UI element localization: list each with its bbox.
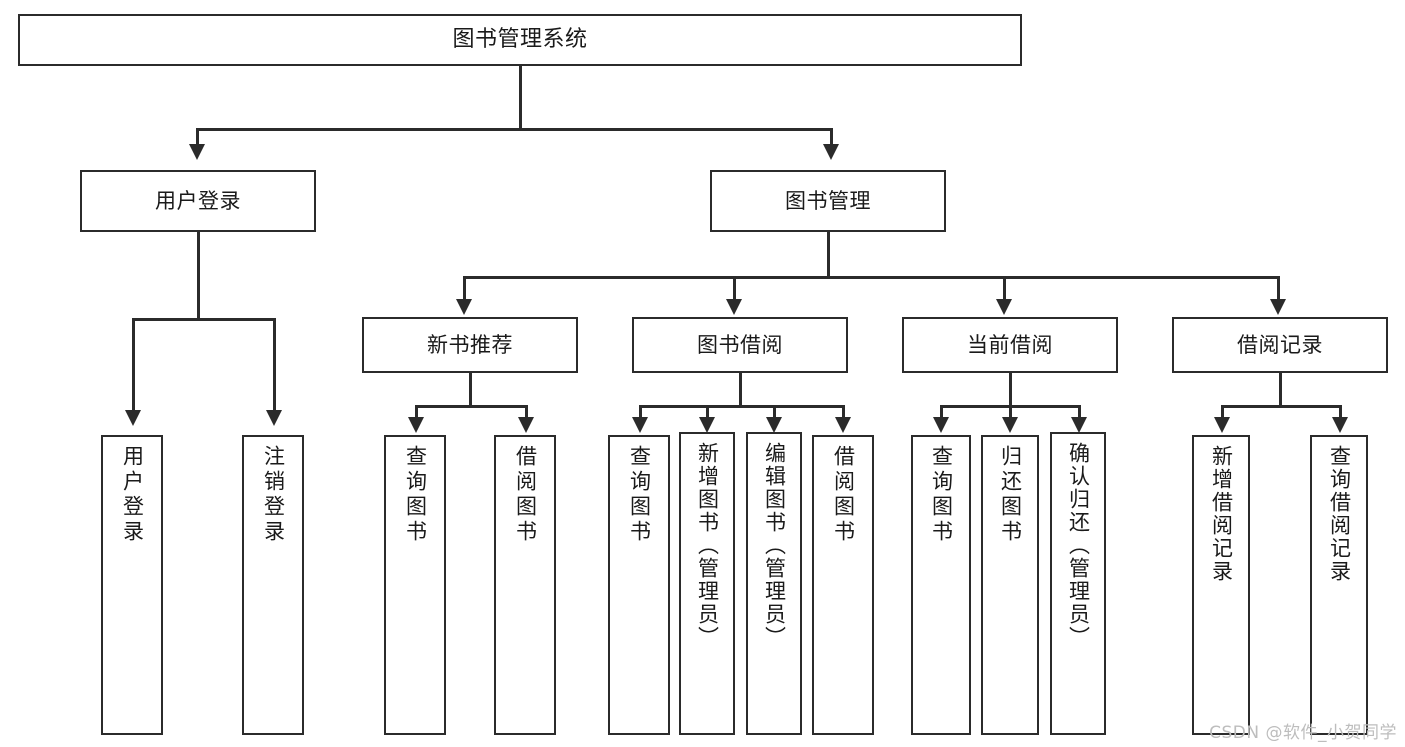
node-leaf-cb-confirm-return[interactable]: 确认归还（管理员） [1050, 432, 1106, 735]
connector-bookborrow-bus [639, 405, 845, 408]
connector-root-drop-right [830, 128, 833, 146]
connector-bookmgmt-bus [463, 276, 1280, 279]
node-label: 图书管理 [785, 188, 871, 213]
arrowhead-cb-confirm [1071, 417, 1087, 433]
node-leaf-nb-query-book[interactable]: 查询图书 [384, 435, 446, 735]
connector-bookmgmt-drop-3 [1003, 276, 1006, 301]
arrowhead-borrow-record [1270, 299, 1286, 315]
node-label: 新增借阅记录 [1209, 445, 1234, 583]
connector-root-bus [196, 128, 832, 131]
node-label: 查询图书 [627, 445, 652, 545]
node-label: 编辑图书（管理员） [762, 442, 787, 649]
node-label: 图书借阅 [697, 332, 783, 357]
connector-newbook-drop-1 [415, 405, 418, 419]
node-leaf-nb-borrow-book[interactable]: 借阅图书 [494, 435, 556, 735]
arrowhead-br-query [1332, 417, 1348, 433]
node-leaf-cb-return-book[interactable]: 归还图书 [981, 435, 1039, 735]
connector-newbook-stem [469, 373, 472, 407]
node-label: 注销登录 [261, 445, 286, 545]
connector-bookborrow-stem [739, 373, 742, 407]
node-label: 借阅图书 [513, 445, 538, 545]
csdn-watermark: CSDN @软件_小贺同学 [1209, 723, 1397, 743]
node-borrow-record[interactable]: 借阅记录 [1172, 317, 1388, 373]
arrowhead-bb-borrow [835, 417, 851, 433]
node-label: 借阅记录 [1237, 332, 1323, 357]
node-leaf-user-login[interactable]: 用户登录 [101, 435, 163, 735]
node-leaf-bb-borrow-book[interactable]: 借阅图书 [812, 435, 874, 735]
connector-bookborrow-drop-1 [639, 405, 642, 419]
node-leaf-bb-edit-book[interactable]: 编辑图书（管理员） [746, 432, 802, 735]
arrowhead-leaf-logout [266, 410, 282, 426]
node-leaf-bb-query-book[interactable]: 查询图书 [608, 435, 670, 735]
connector-bookborrow-drop-2 [706, 405, 709, 419]
arrowhead-new-book-rec [456, 299, 472, 315]
node-leaf-logout[interactable]: 注销登录 [242, 435, 304, 735]
connector-borrowrecord-stem [1279, 373, 1282, 407]
node-label: 用户登录 [120, 445, 145, 545]
node-label: 借阅图书 [831, 445, 856, 545]
arrowhead-user-login [189, 144, 205, 160]
node-label: 用户登录 [155, 188, 241, 213]
connector-userlogin-drop-2 [273, 318, 276, 412]
node-user-login[interactable]: 用户登录 [80, 170, 316, 232]
connector-bookmgmt-stem [827, 232, 830, 278]
connector-borrowrecord-drop-1 [1221, 405, 1224, 419]
connector-bookmgmt-drop-4 [1277, 276, 1280, 301]
node-label: 图书管理系统 [452, 27, 588, 53]
arrowhead-cb-return [1002, 417, 1018, 433]
node-book-borrow[interactable]: 图书借阅 [632, 317, 848, 373]
node-leaf-bb-add-book[interactable]: 新增图书（管理员） [679, 432, 735, 735]
arrowhead-book-borrow [726, 299, 742, 315]
arrowhead-nb-query [408, 417, 424, 433]
node-label: 确认归还（管理员） [1066, 442, 1091, 649]
connector-userlogin-drop-1 [132, 318, 135, 412]
node-label: 新书推荐 [427, 332, 513, 357]
arrowhead-nb-borrow [518, 417, 534, 433]
node-new-book-recommend[interactable]: 新书推荐 [362, 317, 578, 373]
connector-bookborrow-drop-4 [842, 405, 845, 419]
node-current-borrow[interactable]: 当前借阅 [902, 317, 1118, 373]
arrowhead-current-borrow [996, 299, 1012, 315]
arrowhead-leaf-user-login [125, 410, 141, 426]
connector-currentborrow-drop-3 [1078, 405, 1081, 419]
connector-bookmgmt-drop-1 [463, 276, 466, 301]
arrowhead-br-add [1214, 417, 1230, 433]
node-label: 查询图书 [929, 445, 954, 545]
node-book-management[interactable]: 图书管理 [710, 170, 946, 232]
connector-userlogin-bus [132, 318, 276, 321]
connector-currentborrow-drop-1 [940, 405, 943, 419]
connector-userlogin-stem [197, 232, 200, 320]
arrowhead-cb-query [933, 417, 949, 433]
connector-newbook-bus [415, 405, 527, 408]
arrowhead-book-mgmt [823, 144, 839, 160]
node-label: 查询图书 [403, 445, 428, 545]
connector-newbook-drop-2 [525, 405, 528, 419]
connector-borrowrecord-bus [1221, 405, 1341, 408]
node-label: 查询借阅记录 [1327, 445, 1352, 583]
node-leaf-cb-query-book[interactable]: 查询图书 [911, 435, 971, 735]
node-leaf-br-query-record[interactable]: 查询借阅记录 [1310, 435, 1368, 735]
connector-bookmgmt-drop-2 [733, 276, 736, 301]
node-label: 当前借阅 [967, 332, 1053, 357]
arrowhead-bb-add [699, 417, 715, 433]
node-label: 归还图书 [998, 445, 1023, 545]
connector-currentborrow-drop-2 [1009, 405, 1012, 419]
node-root-system[interactable]: 图书管理系统 [18, 14, 1022, 66]
connector-root-stem [519, 66, 522, 130]
arrowhead-bb-query [632, 417, 648, 433]
connector-borrowrecord-drop-2 [1339, 405, 1342, 419]
connector-bookborrow-drop-3 [773, 405, 776, 419]
connector-currentborrow-stem [1009, 373, 1012, 407]
connector-root-drop-left [196, 128, 199, 146]
node-leaf-br-add-record[interactable]: 新增借阅记录 [1192, 435, 1250, 735]
arrowhead-bb-edit [766, 417, 782, 433]
node-label: 新增图书（管理员） [695, 442, 720, 649]
